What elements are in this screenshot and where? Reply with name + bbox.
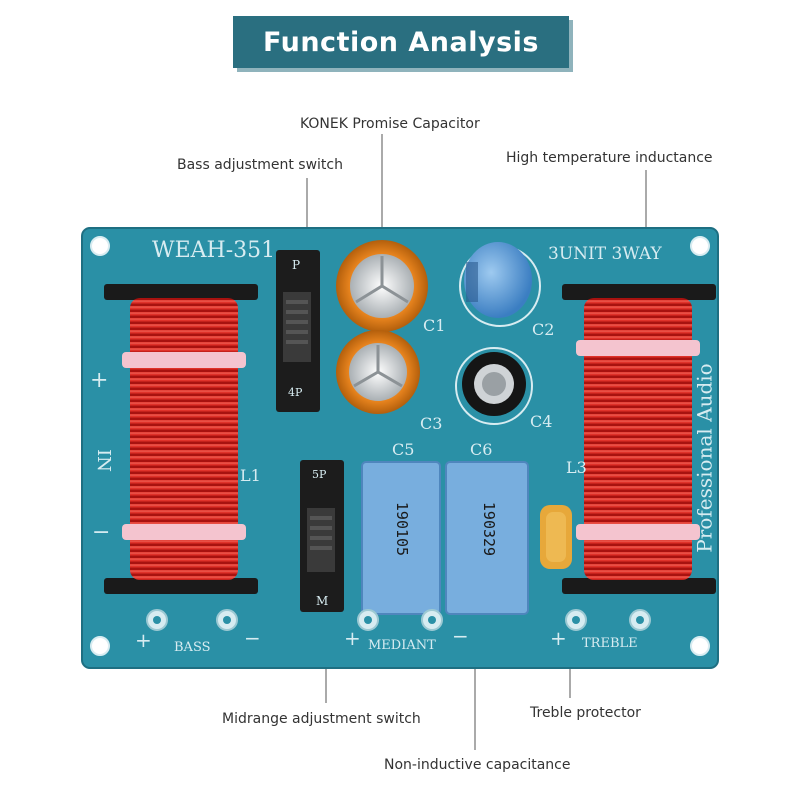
midrange-switch: [300, 460, 344, 612]
callout-bass-switch: Bass adjustment switch: [177, 157, 343, 173]
mediant-minus: −: [452, 624, 469, 648]
terminal-treble-label: TREBLE: [582, 636, 638, 651]
label-c2: C2: [532, 320, 555, 339]
cap6-value: 190329: [480, 501, 498, 557]
treble-plus: +: [550, 626, 567, 650]
input-plus: +: [90, 368, 109, 393]
film-capacitor-c6: [445, 461, 529, 615]
capacitor-c4: [455, 347, 533, 425]
capacitor-c3: [336, 330, 420, 414]
callout-inductance: High temperature inductance: [506, 150, 713, 166]
board-brand: Professional Audio: [692, 363, 717, 553]
switch2-top-label: 5P: [312, 468, 327, 481]
label-c3: C3: [420, 414, 443, 433]
page-title: Function Analysis: [263, 26, 539, 58]
input-label: IN: [92, 449, 114, 472]
treble-protector: [540, 505, 572, 569]
label-c5: C5: [392, 440, 415, 459]
switch2-bottom-label: M: [316, 594, 329, 608]
capacitor-c2: [459, 242, 541, 327]
bass-plus: +: [135, 628, 152, 652]
bass-switch: [276, 250, 320, 412]
board-type: 3UNIT 3WAY: [548, 244, 662, 264]
inductor-l1: [104, 284, 258, 594]
board-model: WEAH-351: [152, 238, 276, 263]
label-c4: C4: [530, 412, 553, 431]
cap5-value: 190105: [393, 501, 411, 557]
callout-non-inductive: Non-inductive capacitance: [384, 757, 571, 773]
callout-mid-switch: Midrange adjustment switch: [222, 711, 421, 727]
film-capacitor-c5: [361, 461, 441, 615]
switch1-bottom-label: 4P: [288, 386, 303, 399]
mediant-plus: +: [344, 626, 361, 650]
callout-treble-protector: Treble protector: [530, 705, 641, 721]
capacitor-c1: [336, 240, 428, 332]
mounting-holes: [90, 236, 710, 656]
inductor-l3: [562, 284, 716, 594]
bass-minus: −: [244, 626, 261, 650]
label-c1: C1: [423, 316, 446, 335]
terminal-mediant-label: MEDIANT: [368, 638, 436, 653]
terminal-bass-label: BASS: [174, 640, 211, 655]
label-l1: L1: [240, 466, 261, 485]
label-l3: L3: [566, 458, 587, 477]
label-c6: C6: [470, 440, 493, 459]
switch1-top-label: P: [292, 258, 301, 272]
title-banner: Function Analysis: [233, 16, 569, 68]
input-minus: −: [92, 520, 111, 545]
callout-capacitor: KONEK Promise Capacitor: [300, 116, 480, 132]
